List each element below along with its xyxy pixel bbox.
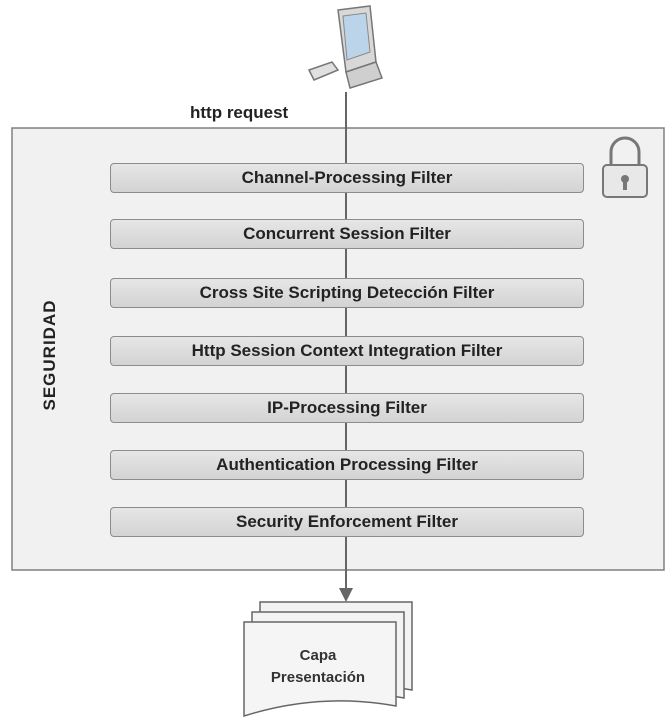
presentation-layer-line2: Presentación [270, 669, 366, 686]
filter-ip-processing: IP-Processing Filter [110, 393, 584, 423]
filter-concurrent-session: Concurrent Session Filter [110, 219, 584, 249]
presentation-layer-label: Capa Presentación [244, 645, 392, 689]
filter-http-session-context: Http Session Context Integration Filter [110, 336, 584, 366]
presentation-layer-line1: Capa [299, 647, 337, 664]
filter-authentication-processing: Authentication Processing Filter [110, 450, 584, 480]
filter-security-enforcement: Security Enforcement Filter [110, 507, 584, 537]
document-stack-icon [243, 601, 413, 718]
lock-icon [602, 136, 648, 198]
filter-cross-site-scripting: Cross Site Scripting Detección Filter [110, 278, 584, 308]
http-request-label: http request [190, 103, 289, 122]
computer-icon [307, 5, 383, 89]
filter-channel-processing: Channel-Processing Filter [110, 163, 584, 193]
security-zone-label: SEGURIDAD [40, 299, 59, 411]
flow-arrowhead [339, 588, 353, 602]
